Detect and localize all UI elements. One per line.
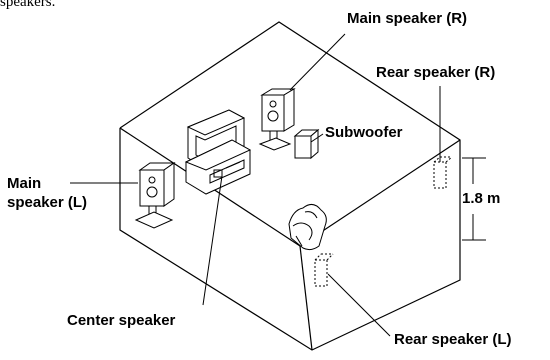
label-rear-speaker-left: Rear speaker (L) [394,331,512,348]
rear-speaker-right [433,156,453,189]
main-speaker-right [258,88,296,151]
label-center-speaker: Center speaker [67,312,176,329]
rear-speaker-left [314,253,334,287]
label-height: 1.8 m [462,190,501,207]
label-rear-speaker-right: Rear speaker (R) [376,64,496,81]
label-main-speaker-left-line2: speaker (L) [7,194,88,211]
height-dimension [462,157,486,241]
main-speaker-left [134,162,176,229]
label-main-speaker-right: Main speaker (R) [347,10,468,27]
leader-lines [70,33,441,337]
label-subwoofer: Subwoofer [325,124,403,141]
tv-rack [184,109,252,195]
armchair [288,204,327,251]
subwoofer [293,128,320,160]
intro-text-fragment: speakers. [0,0,56,10]
label-main-speaker-left-line1: Main [7,175,42,192]
